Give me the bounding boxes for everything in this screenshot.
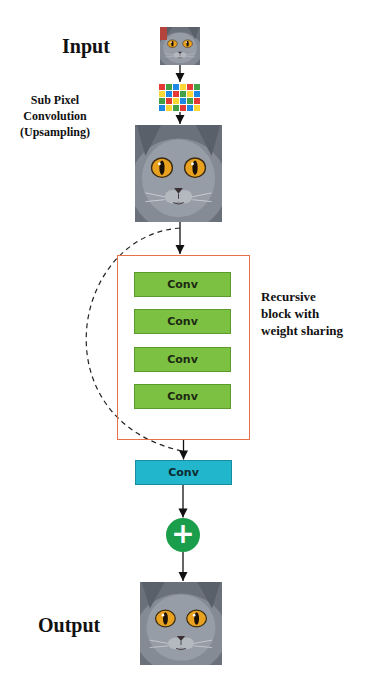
conv-layer: Conv [134, 309, 231, 334]
cat-photo [158, 27, 203, 69]
pixel-cell [166, 84, 172, 90]
flow-arrow [179, 65, 180, 82]
flow-arrow [179, 222, 180, 254]
pixel-cell [166, 91, 172, 97]
pixel-cell [187, 105, 193, 111]
pixel-cell [194, 84, 200, 90]
pixel-cell [194, 98, 200, 104]
pixel-cell [159, 84, 165, 90]
photo-background [160, 27, 167, 40]
node-text: + [171, 520, 194, 548]
pixel-cell [166, 105, 172, 111]
node-text: Conv [168, 466, 199, 479]
pixel-cell [159, 98, 165, 104]
pixel-cell [180, 98, 186, 104]
flow-arrow [183, 440, 184, 460]
conv-layer: Conv [134, 272, 231, 297]
pixel-cell [194, 91, 200, 97]
conv-layer: Conv [135, 460, 232, 485]
upsampled-image [130, 125, 227, 232]
recursive-block: Recursive block with weight sharingConvC… [117, 255, 250, 440]
pixel-cell [159, 105, 165, 111]
step-label: Sub Pixel Convolution (Upsampling) [10, 92, 100, 141]
pixel-cell [194, 105, 200, 111]
flow-arrow [182, 485, 183, 518]
pixel-cell [173, 91, 179, 97]
conv-layer: Conv [134, 347, 231, 372]
node-text: Conv [167, 278, 198, 291]
pixel-cell [159, 91, 165, 97]
flow-arrow [179, 112, 180, 124]
output-image [135, 582, 227, 673]
pixel-cell [187, 84, 193, 90]
pixel-cell [187, 91, 193, 97]
input-image [158, 27, 203, 69]
stage-label: Output [38, 612, 128, 639]
stage-label: Input [62, 33, 142, 60]
pixel-cell [180, 105, 186, 111]
pixel-cell [180, 91, 186, 97]
conv-layer: Conv [134, 384, 231, 409]
node-text: Conv [167, 353, 198, 366]
sum-node: + [166, 518, 200, 552]
pixel-cell [173, 84, 179, 90]
pixel-cell [173, 98, 179, 104]
pixel-cell [187, 98, 193, 104]
flow-arrow [182, 552, 183, 581]
pixel-cell [166, 98, 172, 104]
node-text: Conv [167, 315, 198, 328]
pixel-cell [173, 105, 179, 111]
skip-connection [86, 228, 182, 451]
pixel-grid-icon [159, 84, 200, 111]
block-heading: Recursive block with weight sharing [261, 289, 345, 340]
pixel-cell [180, 84, 186, 90]
node-text: Conv [167, 390, 198, 403]
